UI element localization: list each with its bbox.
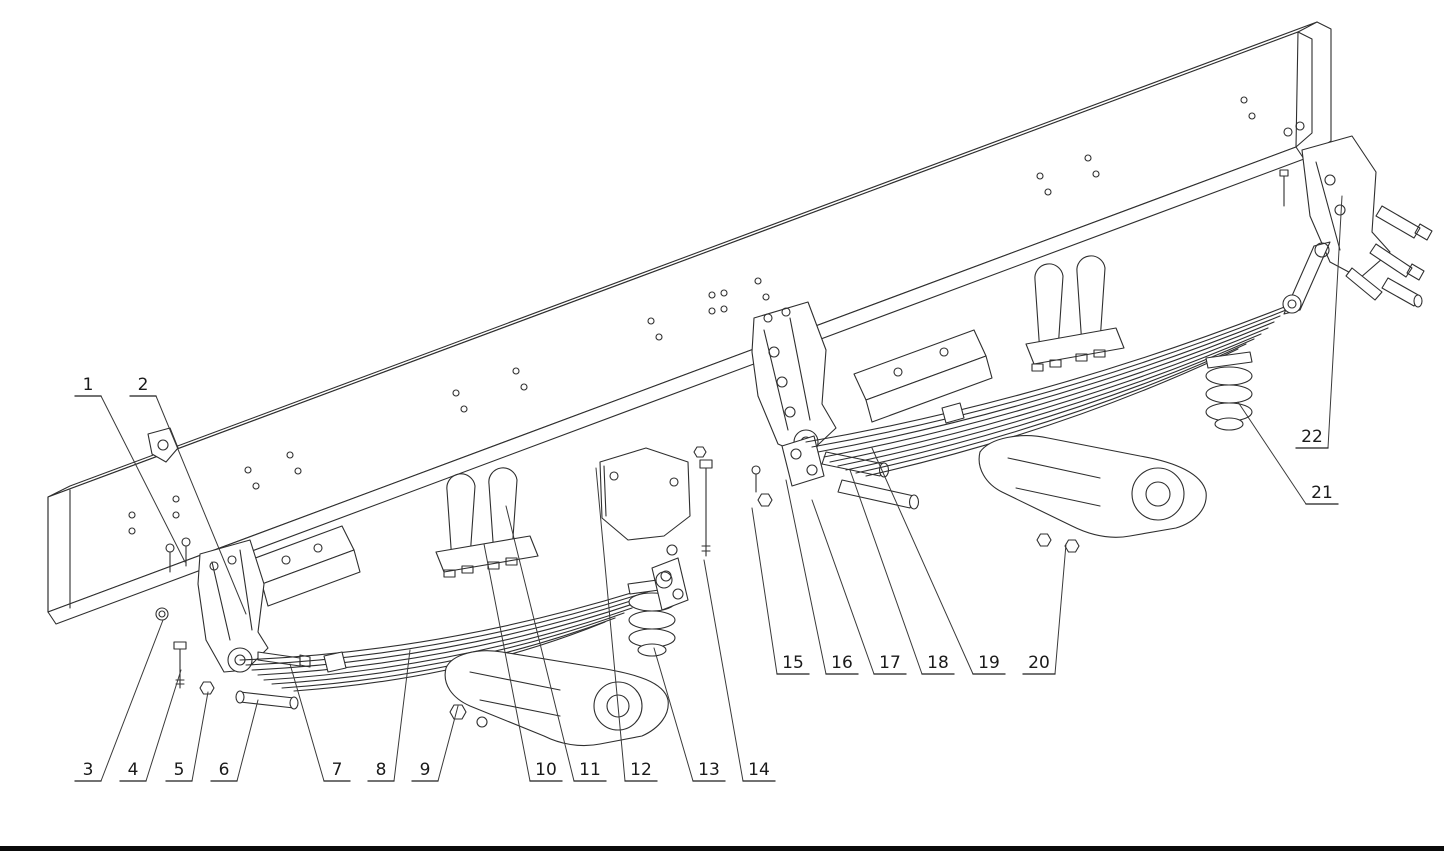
callout-leader-2 — [155, 395, 247, 615]
callout-label-20: 20 — [1028, 653, 1050, 673]
callout-leader-7 — [289, 663, 325, 782]
rear-shackle-bracket-assembly — [1279, 121, 1433, 315]
callout-leader-11 — [505, 505, 575, 782]
frame-holes — [128, 96, 1256, 535]
hex-nut — [693, 446, 707, 458]
callout-leader-16 — [785, 479, 827, 675]
shackle-plate — [781, 435, 825, 487]
pin-rod-lower — [837, 479, 915, 509]
spring-clip — [941, 402, 965, 424]
washer — [476, 716, 488, 728]
shackle-bolt — [1375, 205, 1421, 239]
shackle-pin — [1381, 277, 1421, 307]
hex-nut — [449, 704, 467, 720]
hex-nut — [1036, 533, 1052, 547]
washer — [155, 607, 169, 621]
rear-leaf-spring — [805, 303, 1293, 477]
callout-label-2: 2 — [138, 375, 149, 395]
front-spring-rear-eye — [655, 571, 673, 589]
callout-label-22: 22 — [1301, 427, 1323, 447]
callout-label-3: 3 — [83, 760, 94, 780]
callout-leader-6 — [236, 699, 259, 782]
shackle-bolt — [1369, 243, 1413, 278]
callout-label-21: 21 — [1311, 483, 1333, 503]
front-clamp-plate — [435, 535, 539, 573]
callout-leader-9 — [437, 705, 459, 782]
shackle-bolt — [1345, 267, 1383, 301]
rear-clamp-plate — [1025, 327, 1125, 365]
callout-label-16: 16 — [831, 653, 853, 673]
axle-boss — [1131, 467, 1185, 521]
rear-shackle-bracket — [1301, 135, 1391, 279]
front-leaf-spring — [239, 583, 661, 692]
callout-leader-22 — [1327, 195, 1343, 449]
callout-leader-21 — [1237, 401, 1307, 505]
front-suspension — [155, 446, 713, 747]
callout-label-11: 11 — [579, 760, 601, 780]
rear-axle-seat — [978, 435, 1207, 553]
rear-spring-rear-eye — [1282, 294, 1302, 314]
callout-label-6: 6 — [219, 760, 230, 780]
callout-leader-4 — [145, 669, 182, 782]
callout-leader-1 — [100, 395, 186, 563]
callout-leader-8 — [393, 649, 411, 782]
bolt-head — [1279, 169, 1289, 177]
rear-suspension — [751, 121, 1433, 553]
callout-label-12: 12 — [630, 760, 652, 780]
front-long-bolt — [693, 446, 713, 557]
callout-label-15: 15 — [782, 653, 804, 673]
callout-leader-10 — [483, 543, 531, 782]
tow-hook-bracket — [147, 427, 179, 463]
callout-leader-18 — [849, 469, 923, 675]
callout-leader-19 — [871, 447, 974, 675]
front-axle-seat — [444, 650, 669, 747]
callout-label-18: 18 — [927, 653, 949, 673]
callout-leader-13 — [653, 647, 694, 782]
callout-label-10: 10 — [535, 760, 557, 780]
callout-label-1: 1 — [83, 375, 94, 395]
callout-leader-20 — [1054, 543, 1067, 675]
frame-rail — [47, 21, 1332, 625]
far-side-rear-seat — [853, 329, 993, 423]
callout-leader-5 — [191, 691, 209, 782]
rear-bump-stop — [1205, 351, 1253, 431]
callout-leader-17 — [811, 499, 875, 675]
hex-nut — [757, 493, 773, 507]
callout-label-9: 9 — [420, 760, 431, 780]
spring-clip — [323, 651, 347, 673]
callout-label-8: 8 — [376, 760, 387, 780]
rear-u-bolts — [1025, 255, 1125, 372]
bolt-head — [173, 641, 187, 650]
callout-label-17: 17 — [879, 653, 901, 673]
front-rear-bracket — [599, 447, 691, 541]
front-u-bolts — [435, 467, 539, 578]
bottom-border-line — [0, 846, 1444, 851]
callout-leader-3 — [100, 619, 164, 782]
callout-leader-14 — [703, 559, 744, 782]
callout-leader-12 — [595, 467, 626, 782]
hex-nut — [199, 681, 215, 695]
callout-leader-15 — [751, 507, 778, 675]
callout-label-7: 7 — [332, 760, 343, 780]
callout-label-14: 14 — [748, 760, 770, 780]
callout-label-5: 5 — [174, 760, 185, 780]
hanger-mount-bolts — [165, 537, 191, 573]
callout-label-13: 13 — [698, 760, 720, 780]
callout-label-19: 19 — [978, 653, 1000, 673]
callout-label-4: 4 — [128, 760, 139, 780]
front-shackle — [651, 544, 689, 611]
hex-nut — [1064, 539, 1080, 553]
